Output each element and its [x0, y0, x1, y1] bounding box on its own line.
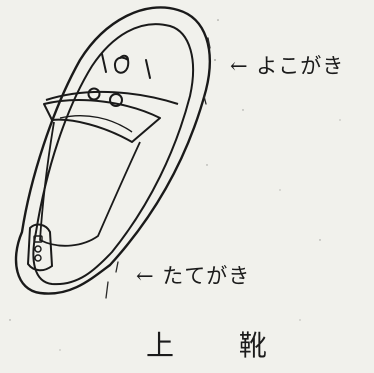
- side-marks: [105, 37, 211, 299]
- shoe-outer-outline: [14, 6, 211, 295]
- eyelets: [87, 87, 123, 107]
- toe-cap-seam: [45, 90, 179, 105]
- shoe-upper-outline: [32, 23, 194, 286]
- elastic-band-fold: [59, 115, 133, 133]
- foot-opening: [39, 121, 141, 247]
- elastic-band: [43, 99, 161, 143]
- paper-texture: [9, 19, 341, 351]
- heel-tab: [26, 223, 54, 272]
- horizontal-writing-label: ← よこがき: [230, 54, 345, 78]
- heel-name-marks: [33, 235, 43, 262]
- caption-indoor-shoes: 上 靴: [146, 329, 295, 362]
- vertical-writing-label: ← たてがき: [136, 264, 251, 288]
- horizontal-name-mark: [101, 53, 151, 79]
